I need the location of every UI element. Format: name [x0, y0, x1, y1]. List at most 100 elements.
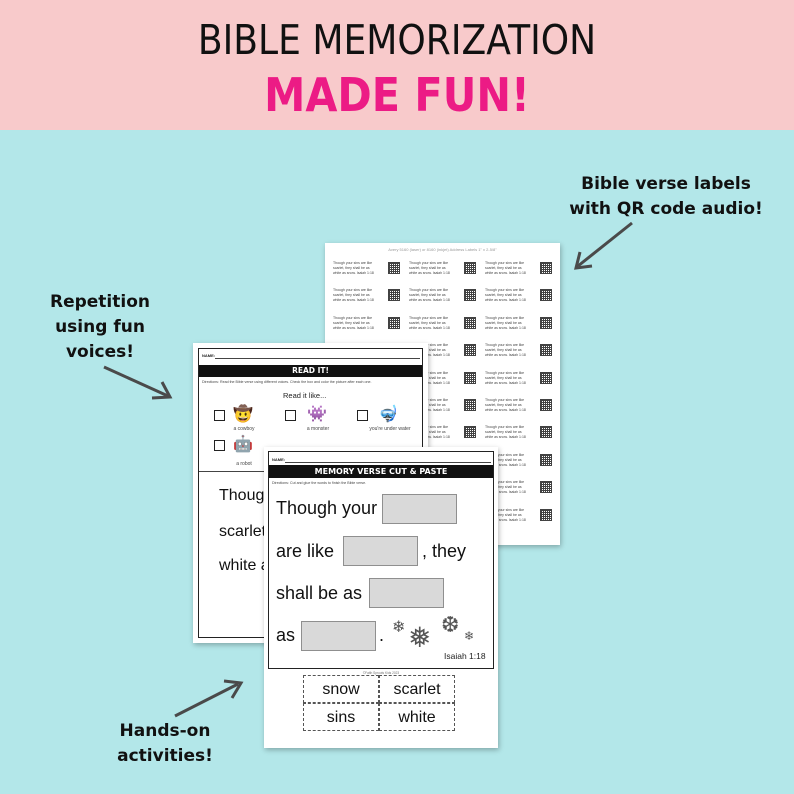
blank-snow[interactable]: [301, 621, 376, 651]
verse-label-text: white as snow. Isaiah 1:18: [485, 325, 526, 330]
word-card-sins[interactable]: sins: [303, 703, 379, 731]
verse-label-text: scarlet, they shall be as: [485, 348, 522, 353]
verse-label-text: Though your sins are like: [485, 261, 525, 265]
verse-label-text: Though your sins are like: [409, 288, 449, 293]
verse-label-text: white as snow. Isaiah 1:18: [409, 271, 450, 275]
verse-label-text: white as snow. Isaiah 1:18: [333, 325, 374, 330]
verse-label-text: scarlet, they shall be as: [333, 293, 370, 298]
verse-label-text: scarlet, they shall be as: [485, 293, 522, 298]
qr-code-icon: [388, 316, 400, 329]
verse-label-text: white as snow. Isaiah 1:18: [409, 435, 450, 440]
readit-subtitle: Read it like...: [283, 391, 327, 400]
readit-name-line: [215, 358, 420, 359]
verse-label-text: Though your sins are like: [333, 261, 373, 265]
verse-label-text: scarlet, they shall be as: [409, 320, 446, 325]
readit-title: READ IT!: [199, 365, 422, 377]
qr-code-icon: [540, 508, 552, 521]
verse-line-2: are like: [276, 541, 335, 561]
blank-scarlet[interactable]: [343, 536, 418, 566]
arrow-to-cut-sheet-icon: [174, 679, 244, 718]
checkbox-monster[interactable]: [285, 410, 296, 421]
qr-code-icon: [540, 262, 552, 274]
qr-code-icon: [540, 481, 552, 494]
snorkel-mask-icon: 🤿: [378, 406, 398, 423]
verse-label-text: white as snow. Isaiah 1:18: [485, 298, 526, 303]
verse-label-text: white as snow. Isaiah 1:18: [485, 435, 526, 440]
verse-label-text: scarlet, they shall be as: [409, 266, 446, 270]
verse-reference: Isaiah 1:18: [444, 651, 486, 661]
verse-label-text: scarlet, they shall be as: [485, 485, 522, 490]
verse-label-text: Though your sins are like: [485, 425, 525, 430]
verse-label-text: scarlet, they shall be as: [485, 375, 522, 380]
arrow-to-labels-icon: [574, 221, 633, 270]
readit-verse-word-3: white a: [219, 557, 270, 574]
title-line-2: MADE FUN!: [264, 68, 530, 122]
caption-under-water: you're under water: [369, 426, 411, 432]
verse-label-text: white as snow. Isaiah 1:18: [485, 271, 526, 275]
qr-code-icon: [540, 453, 552, 466]
callout-voices-line-2: using fun: [55, 317, 145, 337]
word-card-snow[interactable]: snow: [303, 675, 379, 703]
caption-monster: a monster: [306, 426, 330, 432]
qr-code-icon: [464, 262, 476, 274]
checkbox-under-water[interactable]: [357, 410, 368, 421]
callout-hands-on-line-1: Hands-on: [119, 721, 211, 741]
verse-label-text: white as snow. Isaiah 1:18: [485, 407, 526, 412]
verse-label-text: scarlet, they shall be as: [485, 320, 522, 325]
word-card-white[interactable]: white: [379, 703, 455, 731]
qr-code-icon: [540, 289, 552, 302]
snowflake-icon: ❆: [441, 612, 460, 637]
verse-label-text: Though your sins are like: [409, 397, 449, 402]
checkbox-cowboy[interactable]: [214, 410, 225, 421]
readit-name-label: NAME:: [202, 353, 216, 358]
title-line-1: BIBLE MEMORIZATION: [197, 16, 597, 64]
header-banner: BIBLE MEMORIZATION MADE FUN!: [0, 0, 794, 130]
verse-label-text: scarlet, they shall be as: [485, 266, 522, 270]
callout-hands-on: Hands-on activities!: [100, 719, 230, 769]
qr-code-icon: [540, 344, 552, 357]
verse-label-text: Though your sins are like: [485, 288, 525, 293]
verse-label-text: Though your sins are like: [485, 370, 525, 375]
qr-code-icon: [464, 316, 476, 329]
caption-robot: a robot: [236, 461, 252, 467]
verse-label-text: scarlet, they shall be as: [333, 320, 370, 325]
verse-line-3: shall be as: [276, 583, 363, 603]
verse-label-text: scarlet, they shall be as: [333, 266, 370, 270]
blank-white[interactable]: [369, 578, 444, 608]
blank-sins[interactable]: [382, 494, 457, 524]
verse-label-text: Though your sins are like: [409, 425, 449, 430]
callout-voices-line-1: Repetition: [49, 292, 150, 312]
callout-labels-line-1: Bible verse labels: [581, 174, 751, 194]
cut-paste-sheet: NAME: MEMORY VERSE CUT & PASTE Direction…: [264, 447, 498, 748]
cut-footer: ©Faith Sprouts Kids 2023: [362, 671, 400, 675]
qr-code-icon: [540, 398, 552, 411]
verse-label-text: Though your sins are like: [485, 343, 525, 348]
monster-icon: 👾: [307, 406, 327, 423]
readit-verse-word-1: Though: [219, 487, 274, 504]
verse-label-text: scarlet, they shall be as: [409, 293, 446, 298]
verse-label-text: Though your sins are like: [333, 315, 373, 320]
verse-label-text: white as snow. Isaiah 1:18: [409, 407, 450, 412]
labels-sheet-header: Avery 5160 (laser) or 8160 (inkjet) Addr…: [388, 247, 497, 252]
verse-label-text: Though your sins are like: [485, 315, 525, 320]
verse-label-text: white as snow. Isaiah 1:18: [485, 462, 526, 467]
cut-name-line: [285, 462, 491, 463]
checkbox-robot[interactable]: [214, 440, 225, 451]
callout-labels: Bible verse labels with QR code audio!: [556, 172, 776, 222]
verse-label-text: Though your sins are like: [485, 507, 525, 512]
verse-label-text: scarlet, they shall be as: [485, 402, 522, 407]
verse-label-text: Though your sins are like: [409, 343, 449, 348]
verse-label-text: white as snow. Isaiah 1:18: [409, 325, 450, 330]
word-card-scarlet[interactable]: scarlet: [379, 675, 455, 703]
snowflake-icon: ❅: [408, 622, 432, 653]
verse-label-text: scarlet, they shall be as: [485, 457, 522, 462]
